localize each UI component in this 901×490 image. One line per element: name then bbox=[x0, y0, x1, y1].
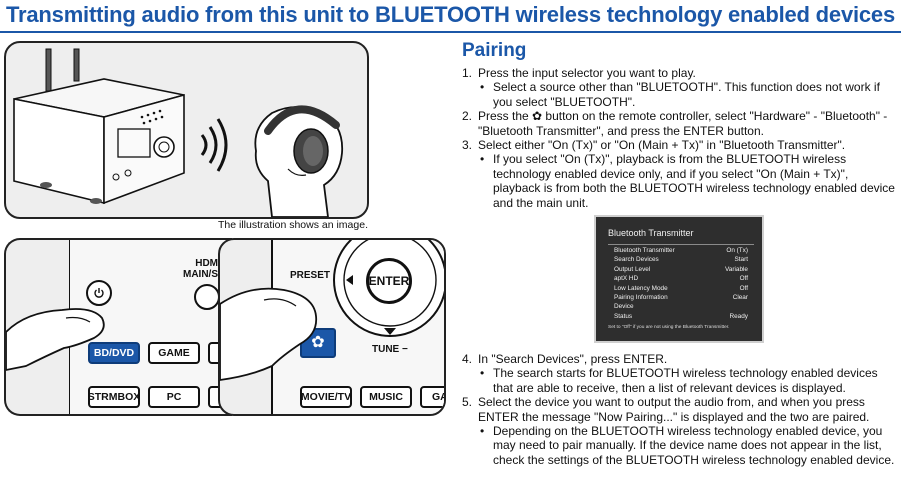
osd-row[interactable]: Search Devices Start bbox=[614, 256, 748, 263]
osd-row-value: On (Tx) bbox=[726, 247, 748, 254]
osd-row[interactable]: Low Latency Mode Off bbox=[614, 285, 748, 292]
bullet-mark: • bbox=[480, 80, 485, 95]
osd-title: Bluetooth Transmitter bbox=[608, 228, 694, 238]
step-text: Select the device you want to output the… bbox=[478, 395, 870, 424]
osd-row-label: Device bbox=[614, 303, 634, 311]
step-item: 2. Press the ✿ button on the remote contr… bbox=[462, 109, 898, 138]
input-button-pc[interactable]: PC bbox=[148, 386, 200, 408]
step-bullet: • If you select "On (Tx)", playback is fr… bbox=[462, 152, 898, 210]
enter-button[interactable]: ENTER bbox=[366, 258, 412, 304]
osd-divider bbox=[608, 244, 754, 245]
osd-row-label: Search Devices bbox=[614, 256, 659, 264]
osd-row-value: Start bbox=[734, 256, 749, 264]
step-bullet: • Depending on the BLUETOOTH wireless tec… bbox=[462, 424, 898, 467]
osd-screen: Bluetooth Transmitter Bluetooth Transmit… bbox=[594, 215, 764, 343]
input-button-music[interactable]: MUSIC bbox=[360, 386, 412, 408]
illustration-receiver-headphones bbox=[4, 41, 369, 219]
osd-row-label: Output Level bbox=[614, 265, 651, 273]
osd-row[interactable]: Bluetooth Transmitter On (Tx) bbox=[614, 247, 748, 254]
osd-row-value: Variable bbox=[725, 265, 748, 273]
preset-label: PRESET bbox=[290, 270, 331, 281]
section-heading: Pairing bbox=[462, 40, 527, 61]
osd-row-label: Pairing Information bbox=[614, 294, 668, 301]
input-button-bd-dvd[interactable]: BD/DVD bbox=[88, 342, 140, 364]
osd-row-value: Off bbox=[739, 284, 748, 292]
osd-row[interactable]: Pairing Information Clear bbox=[614, 294, 748, 301]
bullet-mark: • bbox=[480, 424, 485, 439]
osd-row[interactable]: Status Ready bbox=[614, 313, 748, 320]
power-button[interactable] bbox=[86, 280, 112, 306]
input-button-game[interactable]: GAME bbox=[148, 342, 200, 364]
osd-row-value: Clear bbox=[732, 294, 748, 301]
round-button[interactable] bbox=[194, 284, 220, 310]
illustration-remote-settings: PRESET ENTER ✿ TUNE − MOVIE/TV MUSIC GA bbox=[218, 238, 446, 416]
input-button-movie-tv[interactable]: MOVIE/TV bbox=[300, 386, 352, 408]
hand-left-art bbox=[6, 308, 105, 371]
osd-row-label: Bluetooth Transmitter bbox=[614, 247, 675, 254]
hand-right-art bbox=[220, 287, 318, 381]
input-button-strmbox[interactable]: STRMBOX bbox=[88, 386, 140, 408]
step-item: 1. Press the input selector you want to p… bbox=[462, 66, 898, 80]
osd-row-label: Low Latency Mode bbox=[614, 284, 668, 292]
page-title: Transmitting audio from this unit to BLU… bbox=[6, 2, 895, 27]
step-bullet: • Select a source other than "BLUETOOTH".… bbox=[462, 80, 898, 109]
step-item: 3. Select either "On (Tx)" or "On (Main +… bbox=[462, 138, 898, 152]
bullet-mark: • bbox=[480, 366, 485, 381]
illustration-caption: The illustration shows an image. bbox=[218, 219, 368, 231]
enter-label: ENTER bbox=[368, 274, 410, 288]
osd-row-value: Ready bbox=[729, 312, 748, 320]
power-icon bbox=[94, 288, 104, 298]
step-number: 5. bbox=[462, 395, 473, 410]
bullet-text: The search starts for BLUETOOTH wireless… bbox=[493, 366, 878, 395]
bullet-text: Depending on the BLUETOOTH wireless tech… bbox=[493, 424, 895, 467]
osd-note: Set to "Off" if you are not using the Bl… bbox=[608, 325, 730, 330]
osd-row[interactable]: Device bbox=[614, 303, 748, 310]
osd-row[interactable]: aptX HD Off bbox=[614, 275, 748, 282]
step-item: 5. Select the device you want to output t… bbox=[462, 395, 898, 424]
step-number: 4. bbox=[462, 352, 473, 366]
step-text: Press the input selector you want to pla… bbox=[478, 66, 696, 80]
gear-icon: ✿ bbox=[311, 334, 325, 351]
step-text: Select either "On (Tx)" or "On (Main + T… bbox=[478, 138, 846, 153]
step-number: 2. bbox=[462, 109, 473, 124]
remote-right-body bbox=[271, 240, 444, 414]
osd-row-value: Off bbox=[739, 275, 748, 283]
osd-row-label: Status bbox=[614, 312, 633, 320]
tune-label: TUNE − bbox=[372, 344, 408, 355]
bullet-text: If you select "On (Tx)", playback is fro… bbox=[493, 152, 895, 210]
step-item: 4. In "Search Devices", press ENTER. bbox=[462, 352, 898, 366]
bullet-text: Select a source other than "BLUETOOTH". … bbox=[493, 80, 880, 109]
step-bullet: • The search starts for BLUETOOTH wireles… bbox=[462, 366, 898, 395]
steps-list-a: 1. Press the input selector you want to p… bbox=[462, 66, 898, 210]
title-rule bbox=[0, 31, 901, 33]
osd-row[interactable]: Output Level Variable bbox=[614, 266, 748, 273]
bullet-mark: • bbox=[480, 152, 485, 167]
input-button-game-2[interactable]: GA bbox=[420, 386, 444, 408]
osd-row-label: aptX HD bbox=[614, 275, 639, 283]
step-text: Press the ✿ button on the remote control… bbox=[478, 109, 888, 138]
receiver-headphones-art bbox=[13, 48, 344, 217]
step-number: 3. bbox=[462, 138, 473, 153]
step-number: 1. bbox=[462, 66, 473, 80]
steps-list-b: 4.In "Search Devices", press ENTER.•The … bbox=[462, 352, 898, 467]
step-text: In "Search Devices", press ENTER. bbox=[478, 352, 668, 366]
